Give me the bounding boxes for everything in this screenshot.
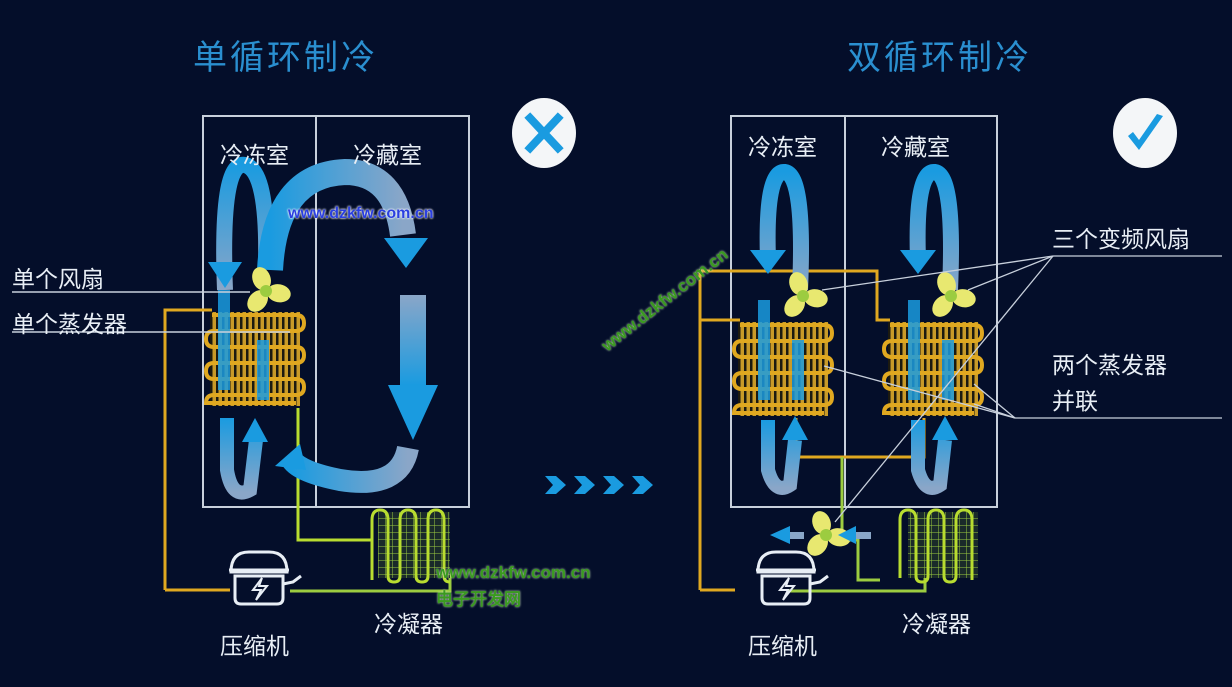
left-condenser-label: 冷凝器 <box>374 612 443 638</box>
watermark-top: www.dzkfw.com.cn <box>288 205 434 222</box>
left-freezer-label: 冷冻室 <box>220 143 289 169</box>
left-freezer-airflow-top <box>216 156 275 291</box>
left-fridge-label: 冷藏室 <box>353 143 422 169</box>
watermark-bottom-url: www.dzkfw.com.cn <box>436 563 591 582</box>
right-freezer-label: 冷冻室 <box>748 135 817 161</box>
right-fridge-airflow-bottom <box>911 420 952 495</box>
right-evaporators-leader <box>823 365 1222 419</box>
check-badge <box>1113 98 1177 168</box>
right-fans-leader <box>821 255 1222 523</box>
watermark-bottom-name: 电子开发网 <box>436 590 521 609</box>
left-diagram <box>12 115 470 606</box>
left-compressor-icon <box>227 550 303 606</box>
right-condenser-label: 冷凝器 <box>902 612 971 638</box>
right-fridge-airflow-top <box>909 164 959 291</box>
left-fridge-downflow <box>400 295 426 385</box>
right-condenser <box>898 508 978 584</box>
cross-icon <box>524 112 564 154</box>
left-crossover-airflow <box>257 158 416 271</box>
left-title: 单循环制冷 <box>193 38 378 78</box>
right-cabinet <box>730 115 998 508</box>
chevrons-right-icon <box>545 476 653 494</box>
left-fan-icon <box>243 264 293 316</box>
right-freezer-evaporator <box>731 322 835 416</box>
left-return-airflow <box>282 445 419 493</box>
left-evaporator-label: 单个蒸发器 <box>12 312 127 338</box>
right-compressor-icon <box>754 550 830 606</box>
right-fridge-fan-icon <box>928 269 978 321</box>
right-freezer-airflow-bottom <box>761 420 802 495</box>
cross-badge <box>512 98 576 168</box>
check-icon <box>1128 114 1163 150</box>
right-evaporators-label-line1: 两个蒸发器 <box>1052 353 1167 379</box>
right-discharge-pipe <box>788 572 927 593</box>
right-liquid-pipe <box>840 457 880 582</box>
left-freezer-airflow-bottom <box>220 418 263 500</box>
right-title: 双循环制冷 <box>847 38 1032 78</box>
right-compressor-label: 压缩机 <box>748 634 817 660</box>
left-compressor-label: 压缩机 <box>220 634 289 660</box>
right-suction-pipe <box>698 269 890 590</box>
left-fan-label: 单个风扇 <box>12 267 104 293</box>
right-diagram <box>698 115 1222 606</box>
right-fans-label: 三个变频风扇 <box>1052 227 1190 253</box>
left-condenser <box>370 508 451 584</box>
right-freezer-fan-icon <box>780 269 830 321</box>
right-fridge-evaporator <box>881 322 985 416</box>
left-suction-pipe <box>163 308 212 590</box>
left-liquid-pipe <box>296 408 374 580</box>
right-freezer-airflow-top <box>759 164 809 291</box>
right-fridge-label: 冷藏室 <box>881 135 950 161</box>
right-evaporators-label-line2: 并联 <box>1052 389 1098 415</box>
